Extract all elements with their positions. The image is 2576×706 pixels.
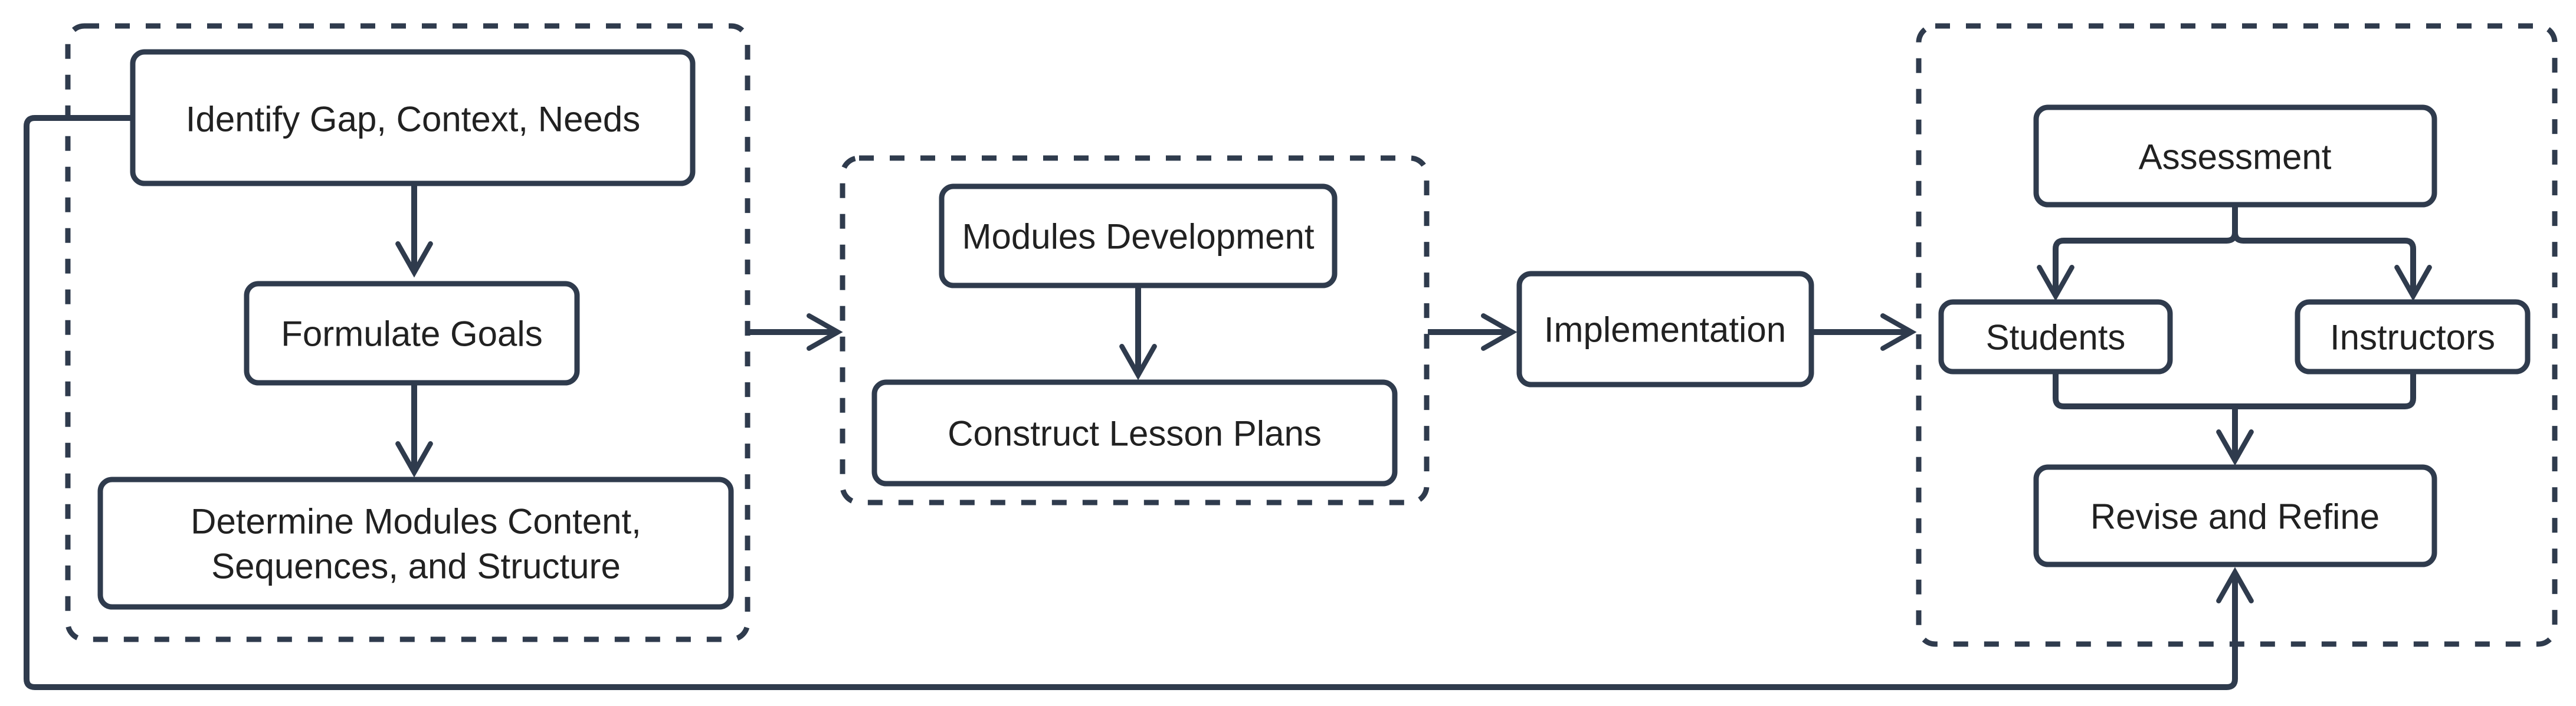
determine-modules-box	[97, 477, 734, 610]
students-box	[1938, 299, 2173, 375]
feedback-loop-arrow	[24, 115, 2254, 690]
identify-gap-box	[130, 49, 696, 186]
implementation-group: Implementation	[1516, 271, 1814, 388]
assessment-box	[2033, 104, 2437, 208]
implementation-label: Implementation	[1544, 310, 1786, 350]
instructors-box	[2295, 299, 2531, 375]
determine-modules-label-line2: Sequences, and Structure	[211, 547, 621, 586]
connectors-group	[24, 115, 2432, 690]
connector-instructors-merge	[2235, 372, 2416, 409]
arrow-assessment-to-students	[2037, 202, 2238, 301]
design-phase-group: Identify Gap, Context, Needs Formulate G…	[65, 23, 750, 642]
determine-modules-label-line1: Determine Modules Content,	[191, 502, 641, 541]
assessment-label: Assessment	[2139, 137, 2332, 177]
arrow-assessment-to-instructors	[2232, 202, 2432, 301]
evaluation-phase-dashed-container	[1916, 23, 2558, 647]
construct-lesson-plans-label: Construct Lesson Plans	[948, 414, 1322, 454]
design-phase-dashed-container	[65, 23, 750, 642]
evaluation-phase-group: Assessment Students Instructors Revise a…	[1916, 23, 2558, 647]
revise-refine-box	[2033, 464, 2437, 567]
formulate-goals-label: Formulate Goals	[281, 314, 543, 354]
identify-gap-label: Identify Gap, Context, Needs	[186, 100, 640, 139]
revise-refine-label: Revise and Refine	[2090, 497, 2380, 537]
implementation-box	[1516, 271, 1814, 388]
modules-development-label: Modules Development	[962, 217, 1315, 257]
construct-lesson-plans-box	[871, 379, 1398, 487]
formulate-goals-box	[244, 281, 580, 386]
instructors-label: Instructors	[2330, 318, 2495, 357]
students-label: Students	[1986, 318, 2126, 357]
development-phase-group: Modules Development Construct Lesson Pla…	[840, 155, 1430, 505]
modules-development-box	[939, 183, 1338, 288]
connector-students-merge	[2053, 372, 2235, 409]
